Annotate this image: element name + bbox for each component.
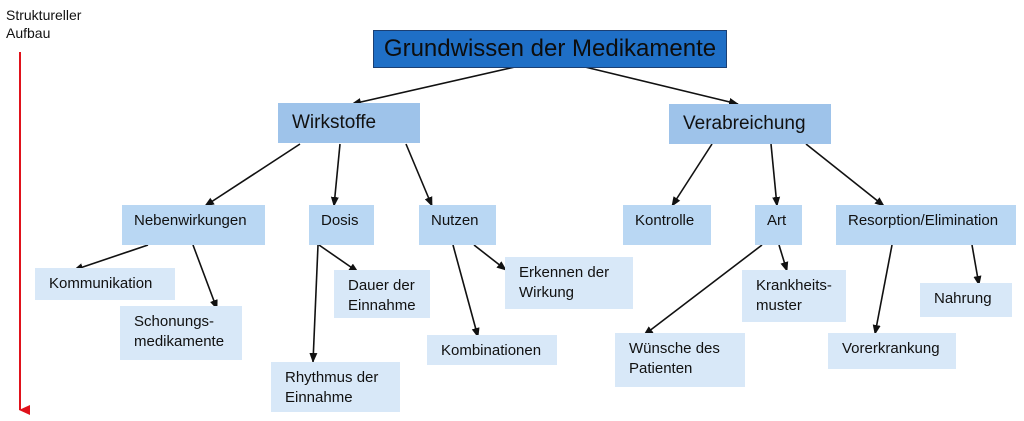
node-art-label: Art — [767, 212, 787, 229]
node-kontrolle-label: Kontrolle — [635, 212, 695, 229]
node-kommunikation: Kommunikation — [35, 268, 175, 300]
node-kontrolle: Kontrolle — [623, 205, 711, 245]
node-resorption-label: Resorption/Elimination — [848, 212, 999, 229]
node-krankheitsmuster: Krankheits- muster — [742, 270, 846, 322]
edge-group — [73, 66, 982, 363]
node-vorerkrankung: Vorerkrankung — [828, 333, 956, 369]
axis-label: Struktureller Aufbau — [6, 7, 82, 42]
node-kombinationen: Kombinationen — [427, 335, 557, 365]
edge-nebenwirkungen-to-schonungsmedikamente — [192, 244, 218, 310]
node-nebenwirkungen-label: Nebenwirkungen — [134, 212, 247, 229]
edge-verabreichung-to-kontrolle — [671, 143, 713, 207]
node-schonungsmedikamente: Schonungs- medikamente — [120, 306, 242, 360]
edge-verabreichung-to-art — [770, 143, 781, 207]
node-wuensche: Wünsche des Patienten — [615, 333, 745, 387]
node-art: Art — [755, 205, 802, 245]
node-wuensche-label: Wünsche des Patienten — [629, 340, 720, 377]
node-nutzen-label: Nutzen — [431, 212, 479, 229]
edge-art-to-wuensche — [643, 244, 763, 336]
node-krankheitsmuster-label: Krankheits- muster — [756, 277, 832, 314]
node-erkennen-label: Erkennen der Wirkung — [519, 264, 610, 301]
node-dauer-label: Dauer der Einnahme — [348, 277, 416, 314]
node-vorerkrankung-label: Vorerkrankung — [842, 340, 940, 357]
node-rhythmus: Rhythmus der Einnahme — [271, 362, 400, 412]
edge-art-to-krankheitsmuster — [778, 244, 789, 272]
edge-wirkstoffe-to-nutzen — [405, 143, 433, 207]
node-erkennen: Erkennen der Wirkung — [505, 257, 633, 309]
node-nahrung: Nahrung — [920, 283, 1012, 317]
edge-nutzen-to-kombinationen — [452, 244, 480, 338]
node-resorption: Resorption/Elimination — [836, 205, 1016, 245]
node-nahrung-label: Nahrung — [934, 290, 992, 307]
node-root-label: Grundwissen der Medikamente — [383, 35, 717, 63]
node-verabreichung-label: Verabreichung — [683, 113, 806, 134]
edge-dosis-to-rhythmus — [309, 244, 319, 363]
edge-nebenwirkungen-to-kommunikation — [73, 244, 149, 271]
edge-root-to-verabreichung — [584, 66, 739, 106]
edge-resorption-to-vorerkrankung — [872, 244, 893, 335]
edge-nutzen-to-erkennen — [473, 244, 507, 271]
node-verabreichung: Verabreichung — [669, 104, 831, 144]
node-kommunikation-label: Kommunikation — [49, 275, 153, 292]
edge-dosis-to-dauer — [318, 244, 359, 273]
node-dosis: Dosis — [309, 205, 374, 245]
node-dauer: Dauer der Einnahme — [334, 270, 430, 318]
edge-verabreichung-to-resorption — [805, 143, 885, 207]
node-kombinationen-label: Kombinationen — [441, 342, 542, 359]
edge-wirkstoffe-to-dosis — [330, 143, 341, 207]
edge-resorption-to-nahrung — [971, 244, 982, 286]
node-root: Grundwissen der Medikamente — [373, 30, 727, 68]
edge-root-to-wirkstoffe — [351, 66, 516, 106]
node-wirkstoffe: Wirkstoffe — [278, 103, 420, 143]
node-schonungsmedikamente-label: Schonungs- medikamente — [134, 313, 225, 350]
edge-wirkstoffe-to-nebenwirkungen — [204, 143, 301, 207]
node-wirkstoffe-label: Wirkstoffe — [292, 112, 377, 133]
node-rhythmus-label: Rhythmus der Einnahme — [285, 369, 379, 406]
node-dosis-label: Dosis — [321, 212, 359, 229]
node-nebenwirkungen: Nebenwirkungen — [122, 205, 265, 245]
node-nutzen: Nutzen — [419, 205, 496, 245]
